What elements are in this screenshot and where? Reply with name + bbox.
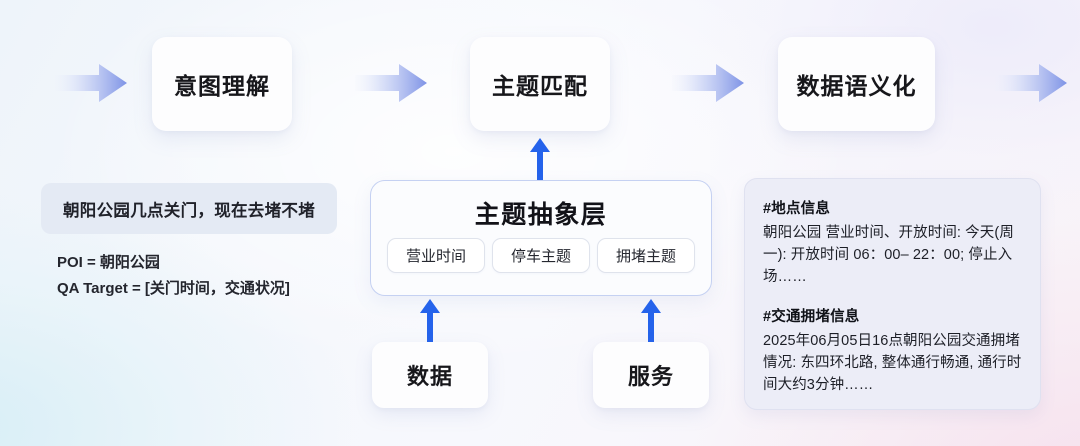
arrow-right-icon-1	[55, 62, 127, 104]
arrow-up-icon-abstraction-to-topic	[529, 138, 551, 182]
stage-card-label: 主题匹配	[492, 73, 588, 99]
query-parse-result: POI = 朝阳公园 QA Target = [关门时间，交通状况]	[57, 250, 357, 302]
topic-pill-group: 营业时间 停车主题 拥堵主题	[387, 238, 695, 273]
arrow-right-icon-3	[672, 62, 744, 104]
topic-pill-label: 停车主题	[510, 248, 571, 265]
semantic-info-panel: #地点信息 朝阳公园 营业时间、开放时间: 今天(周一): 开放时间 06：00…	[744, 178, 1041, 410]
arrow-up-icon-data-to-abstraction	[419, 299, 441, 343]
arrow-up-icon-service-to-abstraction	[640, 299, 662, 343]
stage-card-topic-match[interactable]: 主题匹配	[470, 37, 610, 131]
topic-pill-label: 拥堵主题	[615, 248, 676, 265]
source-card-data[interactable]: 数据	[372, 342, 488, 408]
info-block-body: 2025年06月05日16点朝阳公园交通拥堵情况: 东四环北路, 整体通行畅通,…	[763, 333, 1022, 393]
info-block-body: 朝阳公园 营业时间、开放时间: 今天(周一): 开放时间 06：00– 22：0…	[763, 225, 1014, 285]
info-block-tag: #交通拥堵信息	[763, 309, 860, 325]
source-card-service[interactable]: 服务	[593, 342, 709, 408]
topic-pill-business-hours[interactable]: 营业时间	[387, 238, 485, 273]
user-query-text: 朝阳公园几点关门，现在去堵不堵	[63, 201, 315, 220]
arrow-right-icon-2	[355, 62, 427, 104]
source-card-label: 服务	[627, 364, 674, 389]
topic-pill-parking[interactable]: 停车主题	[492, 238, 590, 273]
query-meta-qa-target: QA Target = [关门时间，交通状况]	[57, 280, 290, 297]
info-block-location: #地点信息 朝阳公园 营业时间、开放时间: 今天(周一): 开放时间 06：00…	[763, 197, 1022, 288]
abstraction-layer-panel: 主题抽象层 营业时间 停车主题 拥堵主题	[370, 180, 712, 296]
info-block-traffic: #交通拥堵信息 2025年06月05日16点朝阳公园交通拥堵情况: 东四环北路,…	[763, 305, 1022, 396]
stage-card-intent[interactable]: 意图理解	[152, 37, 292, 131]
arrow-right-icon-4	[995, 62, 1067, 104]
topic-pill-congestion[interactable]: 拥堵主题	[597, 238, 695, 273]
stage-card-label: 意图理解	[174, 73, 270, 99]
user-query-box[interactable]: 朝阳公园几点关门，现在去堵不堵	[41, 183, 337, 234]
source-card-label: 数据	[406, 364, 453, 389]
query-meta-poi: POI = 朝阳公园	[57, 254, 160, 271]
abstraction-layer-title: 主题抽象层	[474, 201, 608, 229]
topic-pill-label: 营业时间	[405, 248, 466, 265]
stage-card-label: 数据语义化	[796, 73, 917, 99]
info-block-tag: #地点信息	[763, 201, 831, 217]
stage-card-data-semantics[interactable]: 数据语义化	[778, 37, 935, 131]
